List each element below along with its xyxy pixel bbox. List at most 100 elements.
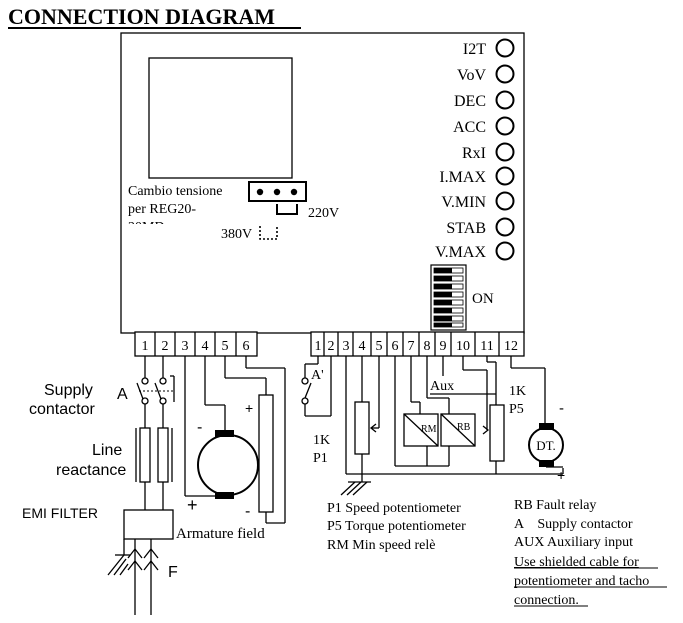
tacho-minus: - [559,400,564,417]
legend-right: RB Fault relay A Supply contactor AUX Au… [514,498,633,550]
led-label: STAB [446,220,486,237]
terminal-number: 4 [202,339,209,354]
aux-label: Aux [430,379,454,394]
led-label: DEC [454,93,486,110]
note-line: connection. [514,593,579,608]
jumper-pin [290,188,298,196]
led-label: RxI [462,145,486,162]
armature-field-label: Armature field [176,526,265,542]
reactance-label: reactance [56,462,126,479]
terminal-number: 5 [222,339,229,354]
voltage-label-3: 20MD [128,220,165,235]
a-prime-label: A' [311,368,324,383]
rm-label: RM [421,424,437,435]
led-indicator [495,166,515,186]
jumper-380v-link [259,226,278,240]
jumper-220v-link [276,204,298,215]
terminal-number: 5 [376,339,383,354]
legend-item: RM Min speed relè [327,538,435,553]
legend-item: P5 Torque potentiometer [327,519,466,534]
note-line: Use shielded cable for [514,555,639,570]
line-reactance [135,427,173,510]
legend-item: RB Fault relay [514,498,596,513]
shielded-cable-note: Use shielded cable for potentiometer and… [514,555,667,608]
terminal-block-left: 1 2 3 4 5 6 [134,331,258,357]
rb-label: RB [457,422,471,433]
led-indicator [495,191,515,211]
led-indicator [495,38,515,58]
label-380v: 380V [221,227,252,242]
terminal-number: 2 [162,339,169,354]
common-bus [340,356,564,496]
voltage-label-2: per REG20- [128,202,196,217]
armature-plus: + [187,495,198,515]
terminal-number: 8 [424,339,431,354]
tacho-generator [510,356,564,468]
led-indicator [495,116,515,136]
p1-value: 1K [313,433,330,448]
supply-label: Supply [44,382,93,399]
led-indicator [495,142,515,162]
terminal-number: 6 [392,339,399,354]
led-label: V.MIN [441,194,486,211]
legend-left: P1 Speed potentiometer P5 Torque potenti… [327,501,466,553]
p5-potentiometer [462,356,505,474]
terminal-number: 1 [142,339,149,354]
armature-motor [184,356,259,499]
field-plus: + [245,400,253,416]
terminal-number: 12 [504,339,518,354]
legend-item: P1 Speed potentiometer [327,501,461,516]
auxiliary-contact [301,356,332,417]
contactor-label: contactor [29,401,95,418]
dip-switch [430,264,467,331]
led-label: I2T [463,41,486,58]
voltage-label-1: Cambio tensione [128,184,223,199]
terminal-block-right: 1 2 3 4 5 6 7 8 9 10 11 12 [310,331,525,357]
supply-contactor [136,356,175,428]
p1-potentiometer [354,356,380,474]
terminal-number: 4 [359,339,366,354]
field-winding [224,356,286,524]
terminal-number: 6 [243,339,250,354]
field-minus: - [245,503,250,520]
legend-item: AUX Auxiliary input [514,535,633,550]
contactor-a-label: A [117,386,128,403]
terminal-number: 3 [343,339,350,354]
dip-on-label: ON [472,291,494,307]
led-label: V.MAX [435,244,486,261]
terminal-number: 11 [480,339,493,354]
terminal-number: 9 [440,339,447,354]
jumper-pin [256,188,264,196]
dt-label: DT. [536,438,556,453]
led-indicator [495,241,515,261]
p1-label: P1 [313,451,328,466]
led-indicator [495,64,515,84]
led-column: I2T VoV DEC ACC RxI I.MAX V.MIN STAB V.M… [435,38,515,261]
p5-label: P5 [509,402,524,417]
label-220v: 220V [308,206,339,221]
led-indicator [495,90,515,110]
aux-input-wire [430,356,496,395]
led-label: I.MAX [439,169,486,186]
terminal-number: 2 [328,339,335,354]
f-label: F [168,564,178,581]
display-window [148,57,293,179]
mains-input-arrows [107,539,159,615]
led-label: VoV [457,67,486,84]
armature-minus: - [197,419,202,436]
p5-value: 1K [509,384,526,399]
note-line: potentiometer and tacho [514,574,649,589]
legend-item: A Supply contactor [514,517,633,532]
tacho-plus: + [557,467,565,483]
line-label: Line [92,442,122,459]
terminal-number: 10 [456,339,470,354]
jumper-pin [273,188,281,196]
diagram-title: CONNECTION DIAGRAM [8,4,275,29]
led-indicator [495,217,515,237]
relays [394,356,476,467]
led-label: ACC [453,119,486,136]
terminal-number: 3 [182,339,189,354]
terminal-number: 1 [315,339,322,354]
voltage-jumper [248,181,307,202]
